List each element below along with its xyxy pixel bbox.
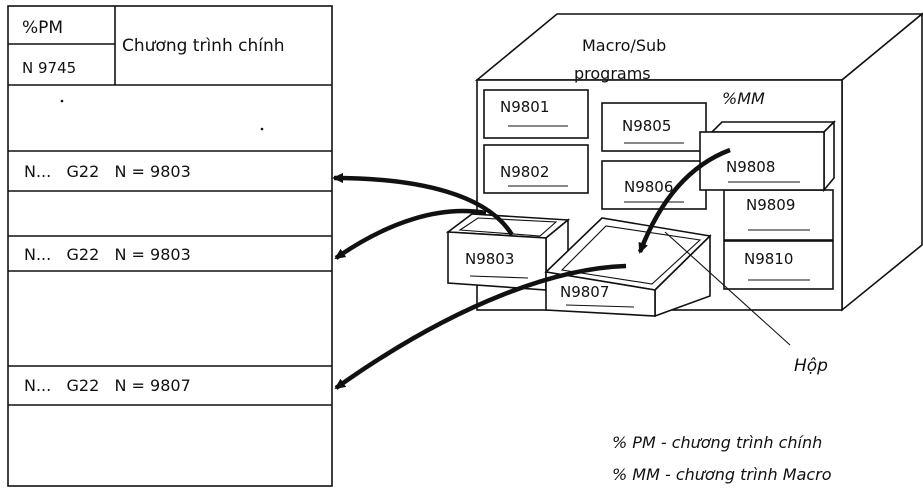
arrow-call-9807 [334,263,627,390]
open-drawer-label: %MM [722,89,765,108]
program-number: N 9745 [22,59,76,77]
svg-text:N9808: N9808 [726,158,775,176]
program-code: %PM [22,18,63,38]
legend-line-mm: % MM - chương trình Macro [612,465,832,484]
arrow-call-9803-a [332,173,514,237]
arrow-call-9803-b [334,208,487,260]
drawer-n9802: N9802 [483,144,589,194]
call-row-2: N... G22 N = 9803 [24,245,191,264]
drawer-n9808-open: N9808 [699,120,836,193]
drawer-n9805: N9805 [601,102,707,152]
svg-text:N9805: N9805 [622,117,671,135]
main-program-table: %PM N 9745 Chương trình chính N... G22 N… [7,5,333,487]
call-row-1: N... G22 N = 9803 [24,162,191,181]
table-border [7,5,333,487]
svg-text:N9809: N9809 [746,196,795,214]
arrow-macro-to-drawer [637,147,731,254]
cabinet-title-line1: Macro/Sub [582,36,666,55]
legend-line-pm: % PM - chương trình chính [612,433,822,452]
drawer-n9801: N9801 [483,89,589,139]
box-label: Hộp [794,356,828,376]
legend: % PM - chương trình chính % MM - chương … [612,433,832,484]
svg-text:N9801: N9801 [500,98,549,116]
cabinet-title-line2: programs [574,64,651,83]
svg-text:N9807: N9807 [560,283,609,301]
svg-text:N9803: N9803 [465,250,514,268]
call-arrows [332,147,731,390]
drawer-n9810: N9810 [723,240,834,290]
main-program-title: Chương trình chính [122,36,285,56]
svg-text:N9806: N9806 [624,178,673,196]
drawer-n9806: N9806 [601,160,707,210]
svg-text:N9802: N9802 [500,163,549,181]
drawer-n9809: N9809 [723,189,834,241]
box-pointer-line [664,231,791,346]
svg-text:N9810: N9810 [744,250,793,268]
call-row-3: N... G22 N = 9807 [24,376,191,395]
subprogram-cabinet: Macro/Sub programs %MM N9801 N9805 N9802… [445,12,923,376]
